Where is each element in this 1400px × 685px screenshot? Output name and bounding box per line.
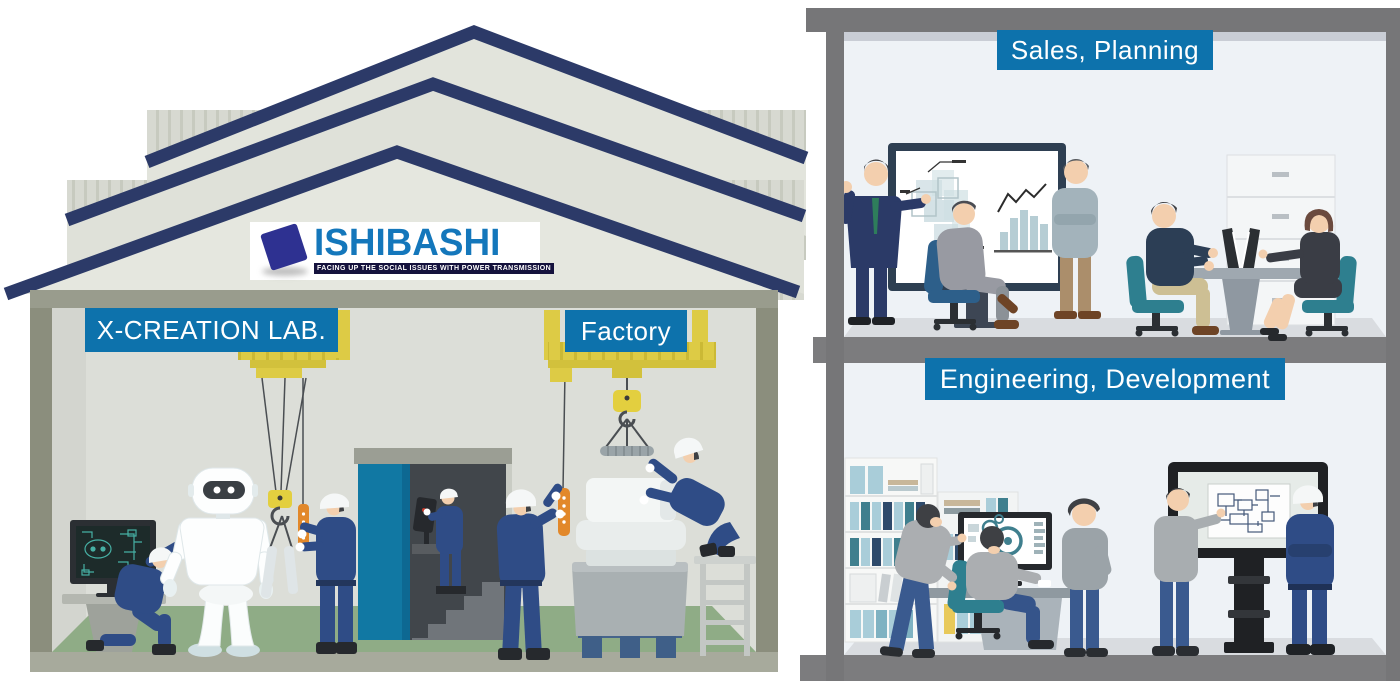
standing-viewer: [1052, 158, 1101, 319]
face: [1167, 489, 1189, 511]
worker-pendant-factory: [496, 371, 570, 660]
roof-edge-back: [144, 25, 809, 169]
wall-beam-left: [30, 308, 52, 672]
stepladder: [694, 556, 756, 656]
sales-planning-scene: [839, 143, 1357, 341]
office-roof: [806, 8, 1400, 32]
hook-icon: [270, 506, 290, 526]
standing-engineer-right: [1062, 498, 1112, 657]
circuit-diagram-icon: [81, 529, 142, 576]
robot-eye-left: [213, 486, 221, 494]
wall-post-right: [1386, 32, 1400, 681]
helmet: [673, 437, 704, 459]
sling: [283, 546, 299, 594]
face: [1064, 160, 1088, 184]
table-top: [1178, 268, 1304, 279]
face: [1072, 502, 1096, 526]
blue-door-edge: [402, 464, 410, 640]
company-logo-banner: ISHIBASHI FACING UP THE SOCIAL ISSUES WI…: [250, 222, 555, 280]
robot-torso: [179, 517, 265, 586]
robot-eye-right: [227, 486, 235, 494]
machine-room-door: [354, 448, 512, 640]
factory-building: [3, 25, 809, 672]
standing-engineer-left: [879, 504, 967, 658]
drawer-handle: [1272, 214, 1289, 219]
roof-edge-middle: [64, 77, 807, 227]
worker-at-display: [1286, 485, 1335, 655]
schematic-diagram-icon: [1214, 489, 1280, 533]
logo-diamond-icon: [260, 223, 312, 277]
drawer-handle: [1272, 172, 1289, 177]
tie: [872, 198, 879, 234]
brand-name: ISHIBASHI: [314, 222, 501, 265]
presenter: [839, 159, 931, 325]
head: [980, 526, 1004, 550]
machine-monitor: [412, 497, 437, 533]
area-label-factory: Factory: [565, 310, 687, 352]
wall-post-left: [826, 32, 844, 681]
crane-trolley: [612, 368, 642, 378]
helmet: [505, 489, 536, 508]
machine-stand: [424, 530, 429, 546]
lab-crane: [238, 310, 350, 598]
wall-beam-right: [756, 308, 778, 672]
face: [1152, 204, 1176, 228]
engineer-pointing: [1152, 487, 1226, 656]
face: [864, 162, 888, 186]
robot-hips: [199, 583, 253, 605]
area-label-x-creation-lab: X-CREATION LAB.: [85, 308, 338, 352]
floor-label-sales-planning: Sales, Planning: [997, 30, 1213, 70]
worker-pendant-lab: [295, 493, 357, 654]
seated-man-table: [1126, 201, 1219, 337]
floor-label-engineering-development: Engineering, Development: [925, 358, 1285, 400]
seated-viewer: [924, 200, 1019, 331]
robot-visor: [203, 481, 245, 499]
worker-on-ladder: [639, 437, 740, 557]
crane-hook-block: [613, 390, 641, 412]
machine-counter: [412, 544, 460, 554]
roof-edge-front: [3, 145, 801, 301]
seated-woman-table: [1258, 209, 1357, 341]
roof-panel-middle: [67, 84, 804, 298]
office-chair-teal: [1336, 255, 1357, 309]
crane-bridge-end: [336, 310, 350, 358]
face: [953, 203, 975, 225]
seated-engineer: [947, 526, 1054, 649]
brand-tagline: FACING UP THE SOCIAL ISSUES WITH POWER T…: [314, 262, 555, 274]
monitor-stand: [107, 582, 117, 596]
helmet: [320, 493, 349, 509]
workpiece-stack: [572, 478, 688, 658]
stairs: [412, 582, 504, 640]
blue-door: [358, 464, 410, 640]
line-chart-icon: [997, 183, 1047, 213]
pedestal-display: [1168, 462, 1328, 653]
worker-machine-room: [423, 488, 466, 594]
wall-beam-top: [30, 290, 778, 308]
monitor: [1222, 228, 1241, 274]
monitor: [1241, 228, 1260, 274]
crane-trolley: [256, 368, 302, 378]
logo-diamond-shadow: [262, 267, 308, 276]
office-chair-teal: [1126, 255, 1147, 309]
sling: [260, 546, 278, 598]
office-base: [800, 655, 1400, 681]
bar-chart-icon: [994, 210, 1052, 253]
door-lintel: [354, 448, 512, 464]
office-building: [800, 8, 1400, 681]
engineering-development-scene: [844, 457, 1335, 658]
helmet: [1292, 485, 1323, 504]
display-column: [1234, 556, 1264, 644]
gear-slings: [605, 418, 649, 448]
helmet: [149, 547, 173, 563]
